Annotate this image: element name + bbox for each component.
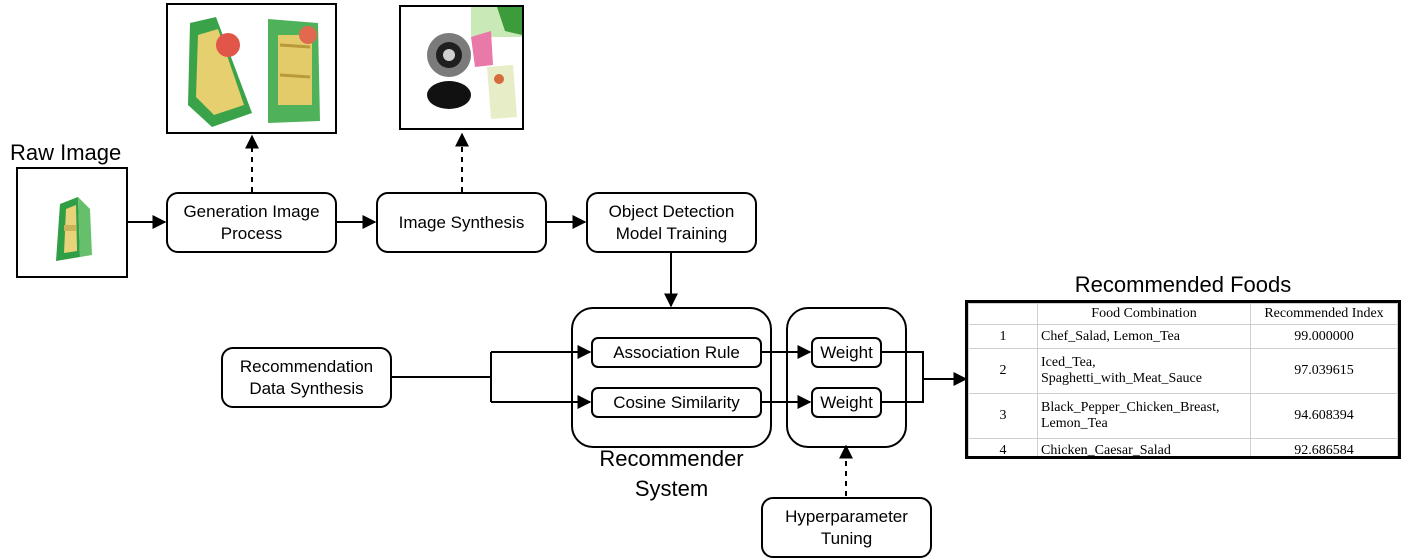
generated-sandwich-image xyxy=(188,17,320,127)
row-index: 99.000000 xyxy=(1250,324,1398,349)
generation-image-process-box: Generation Image Process xyxy=(166,192,337,253)
food-line: Chicken_Caesar_Salad xyxy=(1041,442,1171,458)
weight-group xyxy=(786,307,907,448)
header-food-combination: Food Combination xyxy=(1037,303,1251,325)
row-rank: 4 xyxy=(968,438,1038,456)
image-synthesis-box: Image Synthesis xyxy=(376,192,547,253)
table-row: 3 Black_Pepper_Chicken_Breast,Lemon_Tea … xyxy=(968,393,1398,439)
table-row: 4 Chicken_Caesar_Salad 92.686584 xyxy=(968,438,1398,458)
row-food: Iced_Tea,Spaghetti_with_Meat_Sauce xyxy=(1037,348,1251,394)
recommender-system-label: Recommender System xyxy=(599,446,744,501)
row-index: 97.039615 xyxy=(1250,348,1398,394)
row-food: Chef_Salad, Lemon_Tea xyxy=(1037,324,1251,349)
header-rank xyxy=(968,303,1038,325)
row-rank: 3 xyxy=(968,393,1038,439)
table-header-row: Food Combination Recommended Index xyxy=(968,303,1398,325)
weight-box-2: Weight xyxy=(811,387,882,418)
row-food: Black_Pepper_Chicken_Breast,Lemon_Tea xyxy=(1037,393,1251,439)
header-recommended-index: Recommended Index xyxy=(1250,303,1398,325)
cosine-similarity-box: Cosine Similarity xyxy=(591,387,762,418)
connector-weights-merge xyxy=(882,351,924,403)
row-rank: 2 xyxy=(968,348,1038,394)
row-food: Chicken_Caesar_Salad xyxy=(1037,438,1251,458)
generated-image-frame xyxy=(166,3,337,134)
connector-recdata-split xyxy=(391,352,492,402)
recommendation-data-synthesis-box: Recommendation Data Synthesis xyxy=(221,347,392,408)
synthesized-image-frame xyxy=(399,5,524,130)
raw-image-title: Raw Image xyxy=(10,140,122,165)
food-line: Iced_Tea, xyxy=(1041,355,1096,370)
recommended-foods-title: Recommended Foods xyxy=(1074,272,1292,297)
row-index: 92.686584 xyxy=(1250,438,1398,456)
recommender-system-group xyxy=(571,307,772,448)
food-line: Black_Pepper_Chicken_Breast, xyxy=(1041,400,1220,415)
synthesized-scene-image xyxy=(427,7,522,119)
food-line: Chef_Salad, Lemon_Tea xyxy=(1041,328,1180,344)
table-row: 1 Chef_Salad, Lemon_Tea 99.000000 xyxy=(968,324,1398,349)
food-line: Spaghetti_with_Meat_Sauce xyxy=(1041,371,1202,386)
sandwich-package-image xyxy=(56,197,92,261)
weight-box-1: Weight xyxy=(811,337,882,368)
row-index: 94.608394 xyxy=(1250,393,1398,439)
food-line: Lemon_Tea xyxy=(1041,416,1108,431)
object-detection-box: Object Detection Model Training xyxy=(586,192,757,253)
row-rank: 1 xyxy=(968,324,1038,349)
association-rule-box: Association Rule xyxy=(591,337,762,368)
recommended-foods-table: Food Combination Recommended Index 1 Che… xyxy=(965,300,1401,459)
hyperparameter-tuning-box: Hyperparameter Tuning xyxy=(761,497,932,558)
table-row: 2 Iced_Tea,Spaghetti_with_Meat_Sauce 97.… xyxy=(968,348,1398,394)
raw-image-frame xyxy=(16,167,128,278)
